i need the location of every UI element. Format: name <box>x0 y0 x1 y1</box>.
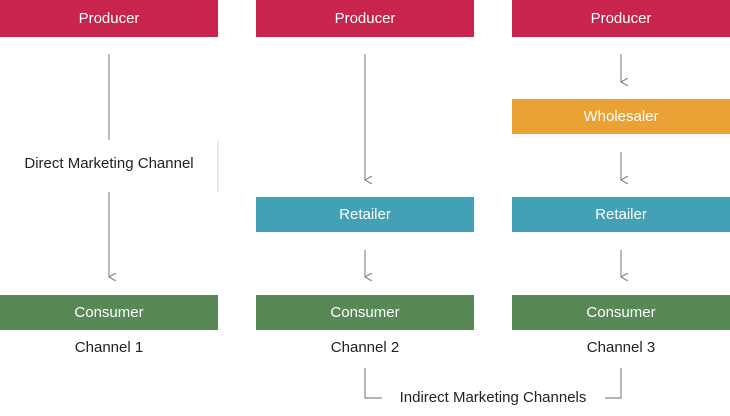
ch1-producer-box: Producer <box>0 0 218 37</box>
ch3-wholesaler-box: Wholesaler <box>512 99 730 134</box>
ch1-consumer-box: Consumer <box>0 295 218 330</box>
ch2-producer-box: Producer <box>256 0 474 37</box>
ch1-consumer-label: Consumer <box>74 304 144 321</box>
ch3-consumer-box: Consumer <box>512 295 730 330</box>
ch3-caption: Channel 3 <box>586 339 656 356</box>
ch2-consumer-box: Consumer <box>256 295 474 330</box>
ch1-caption: Channel 1 <box>74 339 144 356</box>
ch2-caption: Channel 2 <box>330 339 400 356</box>
ch2-retailer-box: Retailer <box>256 197 474 232</box>
ch3-wholesaler-label: Wholesaler <box>583 108 659 125</box>
indirect-marketing-label: Indirect Marketing Channels <box>399 389 587 406</box>
ch3-producer-box: Producer <box>512 0 730 37</box>
ch3-producer-label: Producer <box>590 10 652 27</box>
ch3-retailer-label: Retailer <box>595 206 647 223</box>
ch2-producer-label: Producer <box>334 10 396 27</box>
indirect-bracket-left <box>364 368 382 399</box>
indirect-bracket-right <box>605 368 622 399</box>
ch2-retailer-label: Retailer <box>339 206 391 223</box>
direct-marketing-label: Direct Marketing Channel <box>24 155 194 172</box>
ch3-consumer-label: Consumer <box>586 304 656 321</box>
ch2-consumer-label: Consumer <box>330 304 400 321</box>
ch3-retailer-box: Retailer <box>512 197 730 232</box>
ch1-producer-label: Producer <box>78 10 140 27</box>
